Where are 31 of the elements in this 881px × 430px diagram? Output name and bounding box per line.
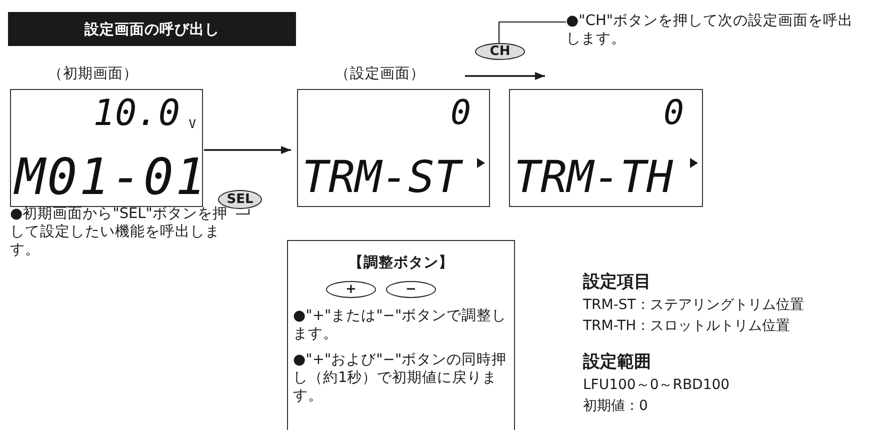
- arrow: [204, 146, 291, 154]
- leader-line: [236, 209, 250, 215]
- note-text: ●"CH"ボタンを押して次の設定画面を呼出します。: [566, 12, 866, 52]
- display-reading: TRM-ST: [302, 156, 461, 200]
- title-bar: 設定画面の呼び出し: [8, 12, 296, 46]
- display-reading: 10.0: [93, 96, 180, 132]
- label-text: 初期値：0: [583, 398, 648, 415]
- oval-button: CH: [475, 43, 525, 60]
- panel-heading: 【調整ボタン】: [348, 254, 454, 272]
- lcd-screen: [10, 89, 203, 207]
- info-panel: [287, 240, 515, 430]
- section-heading: 設定項目: [583, 272, 651, 292]
- display-reading: TRM-TH: [514, 156, 673, 200]
- display-reading: 0: [664, 96, 684, 130]
- label-text: LFU100～0～RBD100: [583, 377, 730, 394]
- oval-button: +: [326, 281, 376, 298]
- label-text: TRM-TH：スロットルトリム位置: [583, 318, 790, 335]
- label-text: TRM-ST：ステアリングトリム位置: [583, 297, 804, 314]
- display-reading: M01-01: [15, 152, 208, 202]
- unit-text: V: [188, 118, 196, 130]
- leader-line: [498, 21, 566, 43]
- note-text: ●"+"または"−"ボタンで調整します。: [293, 307, 508, 343]
- section-heading: 設定範囲: [583, 352, 651, 372]
- oval-button: −: [386, 281, 436, 298]
- arrow: [465, 72, 545, 80]
- lcd-screen: [509, 89, 703, 207]
- display-reading: 0: [450, 96, 471, 130]
- screen-caption: （設定画面）: [335, 66, 425, 84]
- note-text: ●"+"および"−"ボタンの同時押し（約1秒）で初期値に戻ります。: [293, 351, 508, 405]
- lcd-screen: [297, 89, 490, 207]
- screen-caption: （初期画面）: [48, 66, 138, 84]
